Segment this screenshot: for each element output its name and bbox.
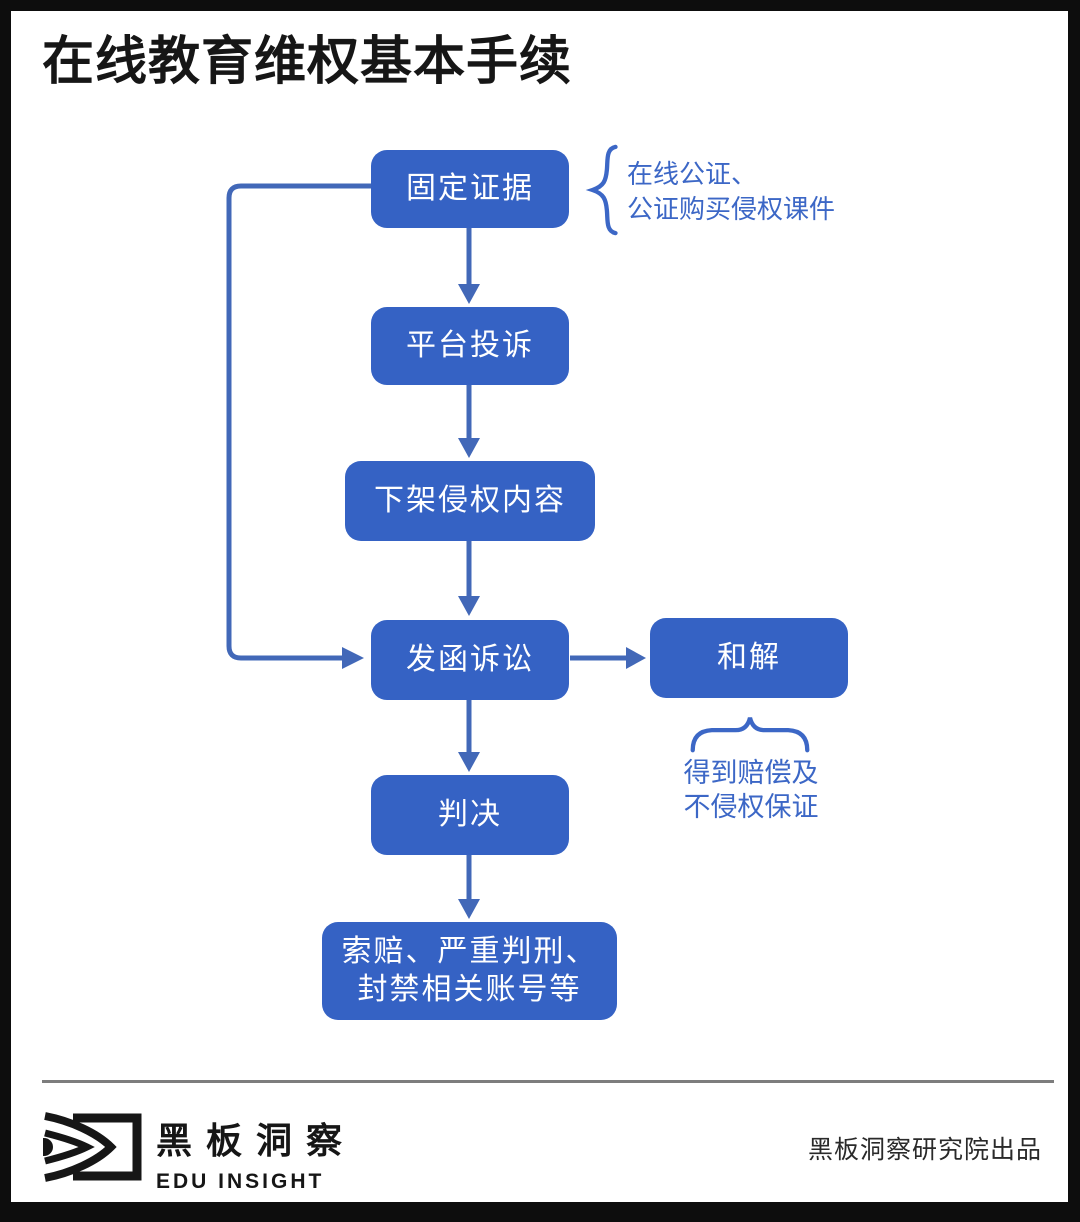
arrowhead-lawsuit-to-settlement	[626, 647, 646, 669]
flow-node-penalty: 索赔、严重判刑、 封禁相关账号等	[322, 922, 617, 1020]
left-curly-brace-icon	[585, 144, 618, 236]
footer-divider	[42, 1080, 1054, 1083]
page-title: 在线教育维权基本手续	[42, 33, 573, 91]
loop-line-fix-to-lawsuit	[226, 183, 371, 661]
flow-node-label: 判决	[438, 798, 502, 831]
annotation-fix-evidence: 在线公证、 公证购买侵权课件	[627, 157, 835, 227]
logo-bracket-shape	[73, 1113, 142, 1181]
flow-node-judgment: 判决	[371, 775, 569, 855]
arrowhead-lawsuit-to-judgment	[458, 752, 480, 772]
annotation-settlement: 得到赔偿及 不侵权保证	[645, 756, 857, 824]
flow-node-label: 发函诉讼	[406, 643, 534, 676]
annotation-line: 公证购买侵权课件	[627, 194, 836, 224]
flow-node-send-letter-litigation: 发函诉讼	[371, 620, 569, 700]
flow-node-label: 索赔、严重判刑、 封禁相关账号等	[341, 935, 598, 1006]
arrowhead-fix-to-complaint	[458, 284, 480, 304]
flow-node-label: 下架侵权内容	[374, 484, 566, 517]
brand-name-en: EDU INSIGHT	[156, 1170, 325, 1193]
annotation-line: 得到赔偿及	[683, 758, 819, 788]
annotation-line: 在线公证、	[627, 159, 758, 189]
flow-node-label: 和解	[717, 641, 781, 674]
footer-credit: 黑板洞察研究院出品	[807, 1136, 1042, 1164]
arrowhead-loop-to-lawsuit	[342, 647, 364, 669]
brand-name-cn: 黑板洞察	[156, 1120, 357, 1161]
footer-brand: 黑板洞察 EDU INSIGHT	[156, 1112, 356, 1194]
edu-insight-eye-logo-icon	[43, 1112, 142, 1182]
top-curly-brace-icon	[690, 717, 810, 753]
logo-eye-outer-arc	[44, 1112, 117, 1182]
logo-eye-pupil	[43, 1138, 53, 1156]
flow-node-label: 固定证据	[406, 172, 534, 205]
arrowhead-takedown-to-lawsuit	[458, 596, 480, 616]
flow-node-label: 平台投诉	[406, 329, 534, 362]
arrowhead-complaint-to-takedown	[458, 438, 480, 458]
flow-node-settlement: 和解	[650, 618, 848, 698]
arrowhead-judgment-to-penalty	[458, 899, 480, 919]
flow-node-takedown-infringing-content: 下架侵权内容	[345, 461, 595, 541]
logo-eye-inner-arc	[44, 1129, 95, 1165]
flow-node-platform-complaint: 平台投诉	[371, 307, 569, 385]
flow-node-fix-evidence: 固定证据	[371, 150, 569, 228]
annotation-line: 不侵权保证	[683, 792, 819, 822]
